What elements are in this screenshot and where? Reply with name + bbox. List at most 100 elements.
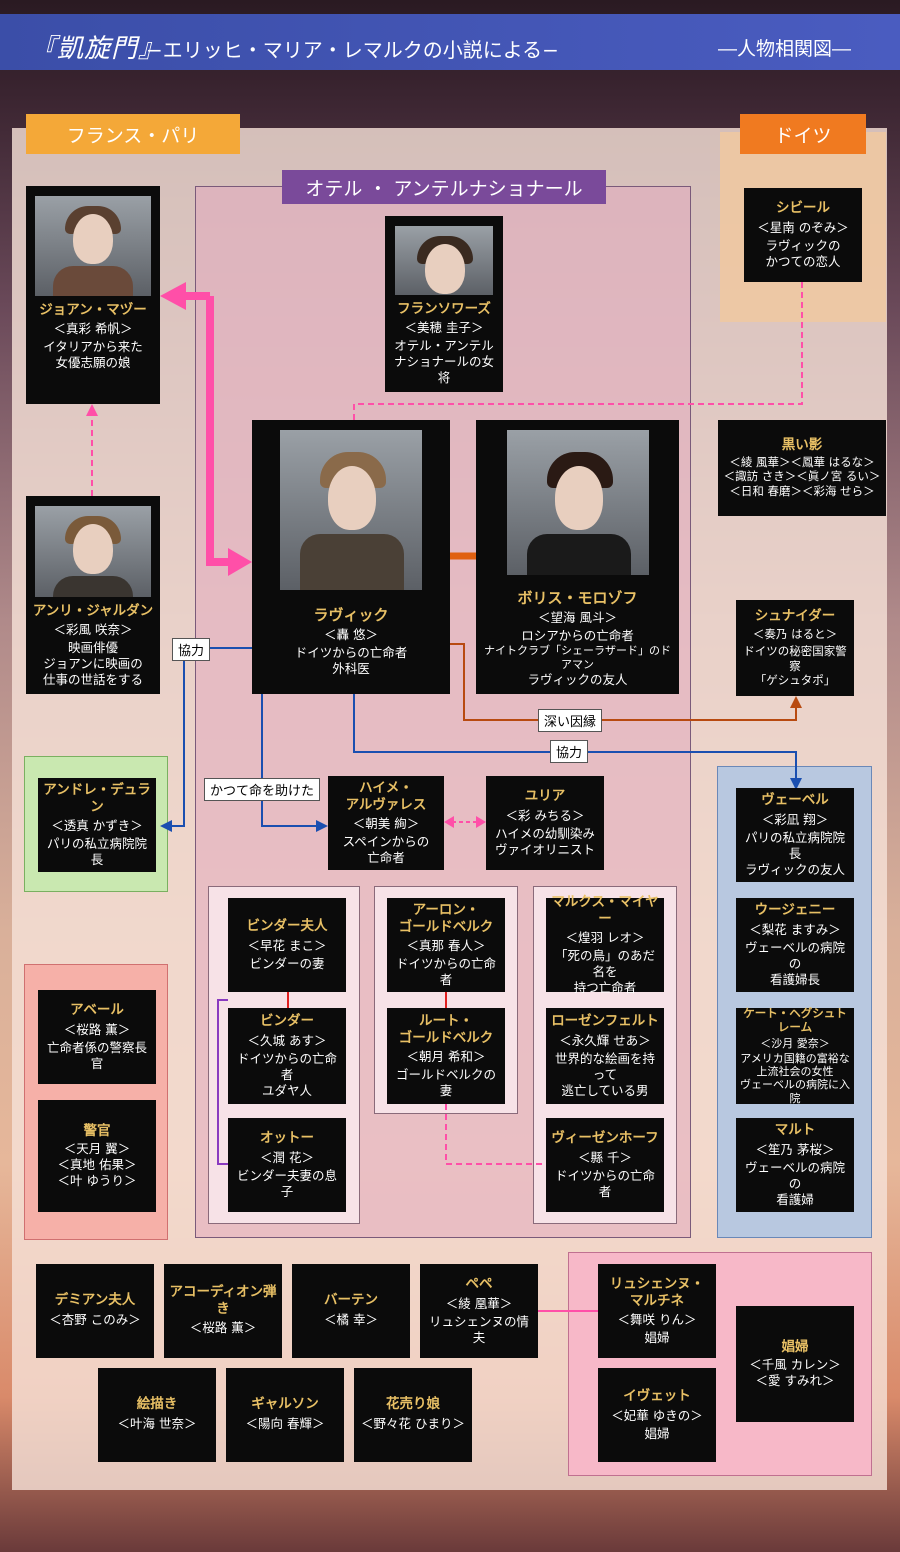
marthe-desc2: 看護婦	[776, 1191, 814, 1207]
kate-desc3: ヴェーベルの病院に入院	[740, 1078, 850, 1105]
card-jaime[interactable]: ハイメ・ アルヴァレス ＜朝美 絢＞ スペインからの 亡命者	[328, 776, 444, 870]
card-andre[interactable]: アンドレ・デュラン ＜透真 かずき＞ パリの私立病院院長	[38, 778, 156, 872]
wiesenhof-actor: ＜縣 千＞	[578, 1149, 632, 1165]
schneider-desc2: 「ゲシュタポ」	[754, 673, 836, 688]
kate-actor: ＜沙月 愛奈＞	[760, 1036, 830, 1050]
card-lucienne[interactable]: リュシェンヌ・ マルチネ ＜舞咲 りん＞ 娼婦	[598, 1264, 716, 1358]
mrs-binder-actor: ＜早花 まこ＞	[247, 937, 327, 953]
card-ruth[interactable]: ルート・ ゴールドベルク ＜朝月 希和＞ ゴールドベルクの妻	[387, 1008, 505, 1104]
sibylle-actor: ＜星南 のぞみ＞	[757, 219, 849, 235]
francoise-portrait	[395, 226, 493, 295]
ravic-name: ラヴィック	[313, 606, 389, 624]
hotel-header: オテル ・ アンテルナショナール	[282, 170, 606, 204]
card-marcus[interactable]: マルクス・マイヤー ＜煌羽 レオ＞ 「死の鳥」のあだ名を 持つ亡命者	[546, 894, 664, 995]
henri-desc2: ジョアンに映画の	[43, 656, 143, 671]
card-marthe[interactable]: マルト ＜笙乃 茅桜＞ ヴェーベルの病院の 看護婦	[736, 1118, 854, 1212]
police-name: 警官	[83, 1123, 111, 1140]
card-prostitutes[interactable]: 娼婦 ＜千風 カレン＞ ＜愛 すみれ＞	[736, 1306, 854, 1422]
boris-portrait	[506, 430, 649, 575]
pepe-desc: リュシェンヌの情夫	[428, 1313, 529, 1345]
card-boris[interactable]: ボリス・モロゾフ ＜望海 風斗＞ ロシアからの亡命者 ナイトクラブ「シェーラザー…	[476, 420, 679, 694]
marcus-actor: ＜煌羽 レオ＞	[565, 930, 645, 946]
francoise-name: フランソワーズ	[397, 300, 491, 317]
card-binder[interactable]: ビンダー ＜久城 あす＞ ドイツからの亡命者 ユダヤ人	[228, 1008, 346, 1104]
card-weber[interactable]: ヴェーベル ＜彩凪 翔＞ パリの私立病院院長 ラヴィックの友人	[736, 788, 854, 882]
kate-desc2: 上流社会の女性	[756, 1065, 834, 1079]
header-bar	[0, 14, 900, 70]
card-henri[interactable]: アンリ・ジャルダン ＜彩風 咲奈＞ 映画俳優 ジョアンに映画の 仕事の世話をする	[26, 496, 160, 694]
card-accordion[interactable]: アコーディオン弾き ＜桜路 薫＞	[164, 1264, 282, 1358]
ruth-actor: ＜朝月 希和＞	[406, 1049, 486, 1065]
card-kate[interactable]: ケート・ヘグシュトレーム ＜沙月 愛奈＞ アメリカ国籍の富裕な 上流社会の女性 …	[736, 1006, 854, 1105]
card-wiesenhof[interactable]: ヴィーゼンホーフ ＜縣 千＞ ドイツからの亡命者	[546, 1118, 664, 1212]
joan-name: ジョアン・マヅー	[39, 302, 147, 318]
eugenie-name: ウージェニー	[754, 902, 836, 919]
schneider-name: シュナイダー	[754, 607, 836, 624]
card-yvette[interactable]: イヴェット ＜妃華 ゆきの＞ 娼婦	[598, 1368, 716, 1462]
wiesenhof-name: ヴィーゼンホーフ	[551, 1130, 659, 1147]
marcus-name: マルクス・マイヤー	[551, 893, 659, 927]
card-police[interactable]: 警官 ＜天月 翼＞ ＜真地 佑果＞ ＜叶 ゆうり＞	[38, 1100, 156, 1212]
rosenfeld-name: ローゼンフェルト	[551, 1013, 659, 1030]
prostitutes-actor2: ＜愛 すみれ＞	[755, 1372, 835, 1388]
card-demian[interactable]: デミアン夫人 ＜杏野 このみ＞	[36, 1264, 154, 1358]
marcus-desc1: 「死の鳥」のあだ名を	[554, 948, 655, 980]
bartender-name: バーテン	[324, 1292, 378, 1309]
card-aaron[interactable]: アーロン・ ゴールドベルク ＜真那 春人＞ ドイツからの亡命者	[387, 898, 505, 992]
card-ravic[interactable]: ラヴィック ＜轟 悠＞ ドイツからの亡命者 外科医	[252, 420, 450, 694]
page-subtitle: −エリッヒ・マリア・レマルクの小説による−	[146, 38, 559, 62]
card-mrs-binder[interactable]: ビンダー夫人 ＜早花 まこ＞ ビンダーの妻	[228, 898, 346, 992]
henri-actor: ＜彩風 咲奈＞	[53, 622, 133, 637]
boris-desc3: ラヴィックの友人	[527, 672, 628, 687]
card-otto[interactable]: オットー ＜潤 花＞ ビンダー夫妻の息子	[228, 1118, 346, 1212]
prostitutes-name: 娼婦	[781, 1339, 809, 1356]
card-black-shadow[interactable]: 黒い影 ＜綾 風華＞＜鳳華 はるな＞ ＜諏訪 さき＞＜眞ノ宮 るい＞ ＜日和 春…	[718, 420, 886, 516]
accordion-name: アコーディオン弾き	[169, 1283, 277, 1317]
henri-name: アンリ・ジャルダン	[32, 602, 154, 619]
lucienne-name1: リュシェンヌ・	[609, 1275, 705, 1292]
jaime-name1: ハイメ・	[359, 779, 413, 796]
ruth-desc: ゴールドベルクの妻	[395, 1067, 496, 1099]
card-joan[interactable]: ジョアン・マヅー ＜真彩 希帆＞ イタリアから来た 女優志願の娘	[26, 186, 160, 404]
binder-name: ビンダー	[260, 1013, 314, 1030]
card-abel[interactable]: アベール ＜桜路 薫＞ 亡命者係の警察長官	[38, 990, 156, 1084]
card-rosenfeld[interactable]: ローゼンフェルト ＜永久輝 せあ＞ 世界的な絵画を持って 逃亡している男	[546, 1008, 664, 1104]
andre-actor: ＜透真 かずき＞	[51, 818, 143, 834]
schneider-actor: ＜奏乃 はると＞	[752, 627, 838, 642]
mrs-binder-desc: ビンダーの妻	[249, 955, 325, 971]
card-francoise[interactable]: フランソワーズ ＜美穂 圭子＞ オテル・アンテル ナショナールの女将	[385, 216, 503, 392]
joan-portrait	[35, 196, 151, 296]
sibylle-name: シビール	[776, 200, 830, 217]
weber-desc1: パリの私立病院院長	[744, 829, 845, 861]
card-eugenie[interactable]: ウージェニー ＜梨花 ますみ＞ ヴェーベルの病院の 看護婦長	[736, 898, 854, 992]
flower-actor: ＜野々花 ひまり＞	[361, 1415, 465, 1431]
jaime-desc1: スペインからの	[342, 834, 430, 850]
marcus-desc2: 持つ亡命者	[573, 980, 637, 996]
yvette-desc: 娼婦	[644, 1425, 670, 1441]
card-yulia[interactable]: ユリア ＜彩 みちる＞ ハイメの幼馴染み ヴァイオリニスト	[486, 776, 604, 870]
jaime-desc2: 亡命者	[367, 850, 405, 866]
otto-actor: ＜潤 花＞	[260, 1149, 314, 1165]
garcon-name: ギャルソン	[251, 1396, 319, 1413]
shadow-name: 黒い影	[781, 437, 823, 454]
eugenie-desc2: 看護婦長	[769, 971, 820, 987]
rosenfeld-actor: ＜永久輝 せあ＞	[559, 1032, 651, 1048]
card-sibylle[interactable]: シビール ＜星南 のぞみ＞ ラヴィックの かつての恋人	[744, 188, 862, 282]
card-garcon[interactable]: ギャルソン ＜陽向 春輝＞	[226, 1368, 344, 1462]
police-actor3: ＜叶 ゆうり＞	[57, 1172, 137, 1188]
marthe-desc1: ヴェーベルの病院の	[744, 1159, 845, 1191]
joan-desc2: 女優志願の娘	[55, 355, 131, 371]
label-once-saved: かつて命を助けた	[204, 778, 321, 801]
accordion-actor: ＜桜路 薫＞	[189, 1320, 257, 1336]
card-painter[interactable]: 絵描き ＜叶海 世奈＞	[98, 1368, 216, 1462]
ravic-portrait	[280, 430, 422, 590]
shadow-actor3: ＜日和 春磨＞＜彩海 せら＞	[729, 483, 875, 498]
aaron-name2: ゴールドベルク	[398, 919, 494, 935]
yulia-name: ユリア	[524, 788, 566, 805]
card-flower-girl[interactable]: 花売り娘 ＜野々花 ひまり＞	[354, 1368, 472, 1462]
card-schneider[interactable]: シュナイダー ＜奏乃 はると＞ ドイツの秘密国家警察 「ゲシュタポ」	[736, 600, 854, 696]
card-pepe[interactable]: ペペ ＜綾 凰華＞ リュシェンヌの情夫	[420, 1264, 538, 1358]
card-bartender[interactable]: バーテン ＜橘 幸＞	[292, 1264, 410, 1358]
shadow-actor1: ＜綾 風華＞＜鳳華 はるな＞	[729, 454, 875, 469]
chart-name: ―人物相関図―	[718, 38, 852, 60]
